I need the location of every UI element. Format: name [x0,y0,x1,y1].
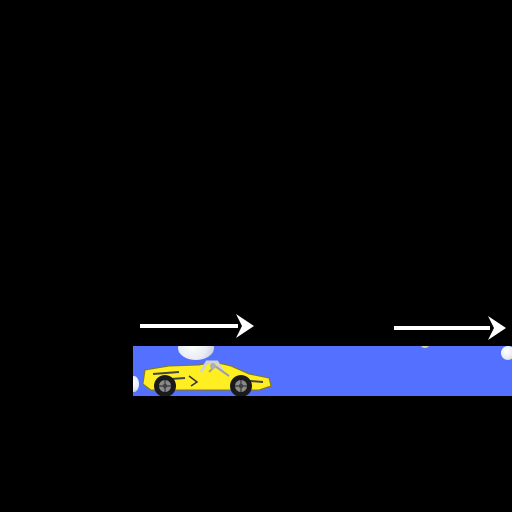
arrow-right-icon [392,315,508,341]
cloud-puff [421,346,429,348]
cloud-puff [133,376,139,392]
track-strip [133,346,512,396]
cloud-puff [178,346,214,360]
race-car-icon [139,360,273,396]
arrow-right-icon [138,313,256,339]
cloud-puff [501,346,512,360]
